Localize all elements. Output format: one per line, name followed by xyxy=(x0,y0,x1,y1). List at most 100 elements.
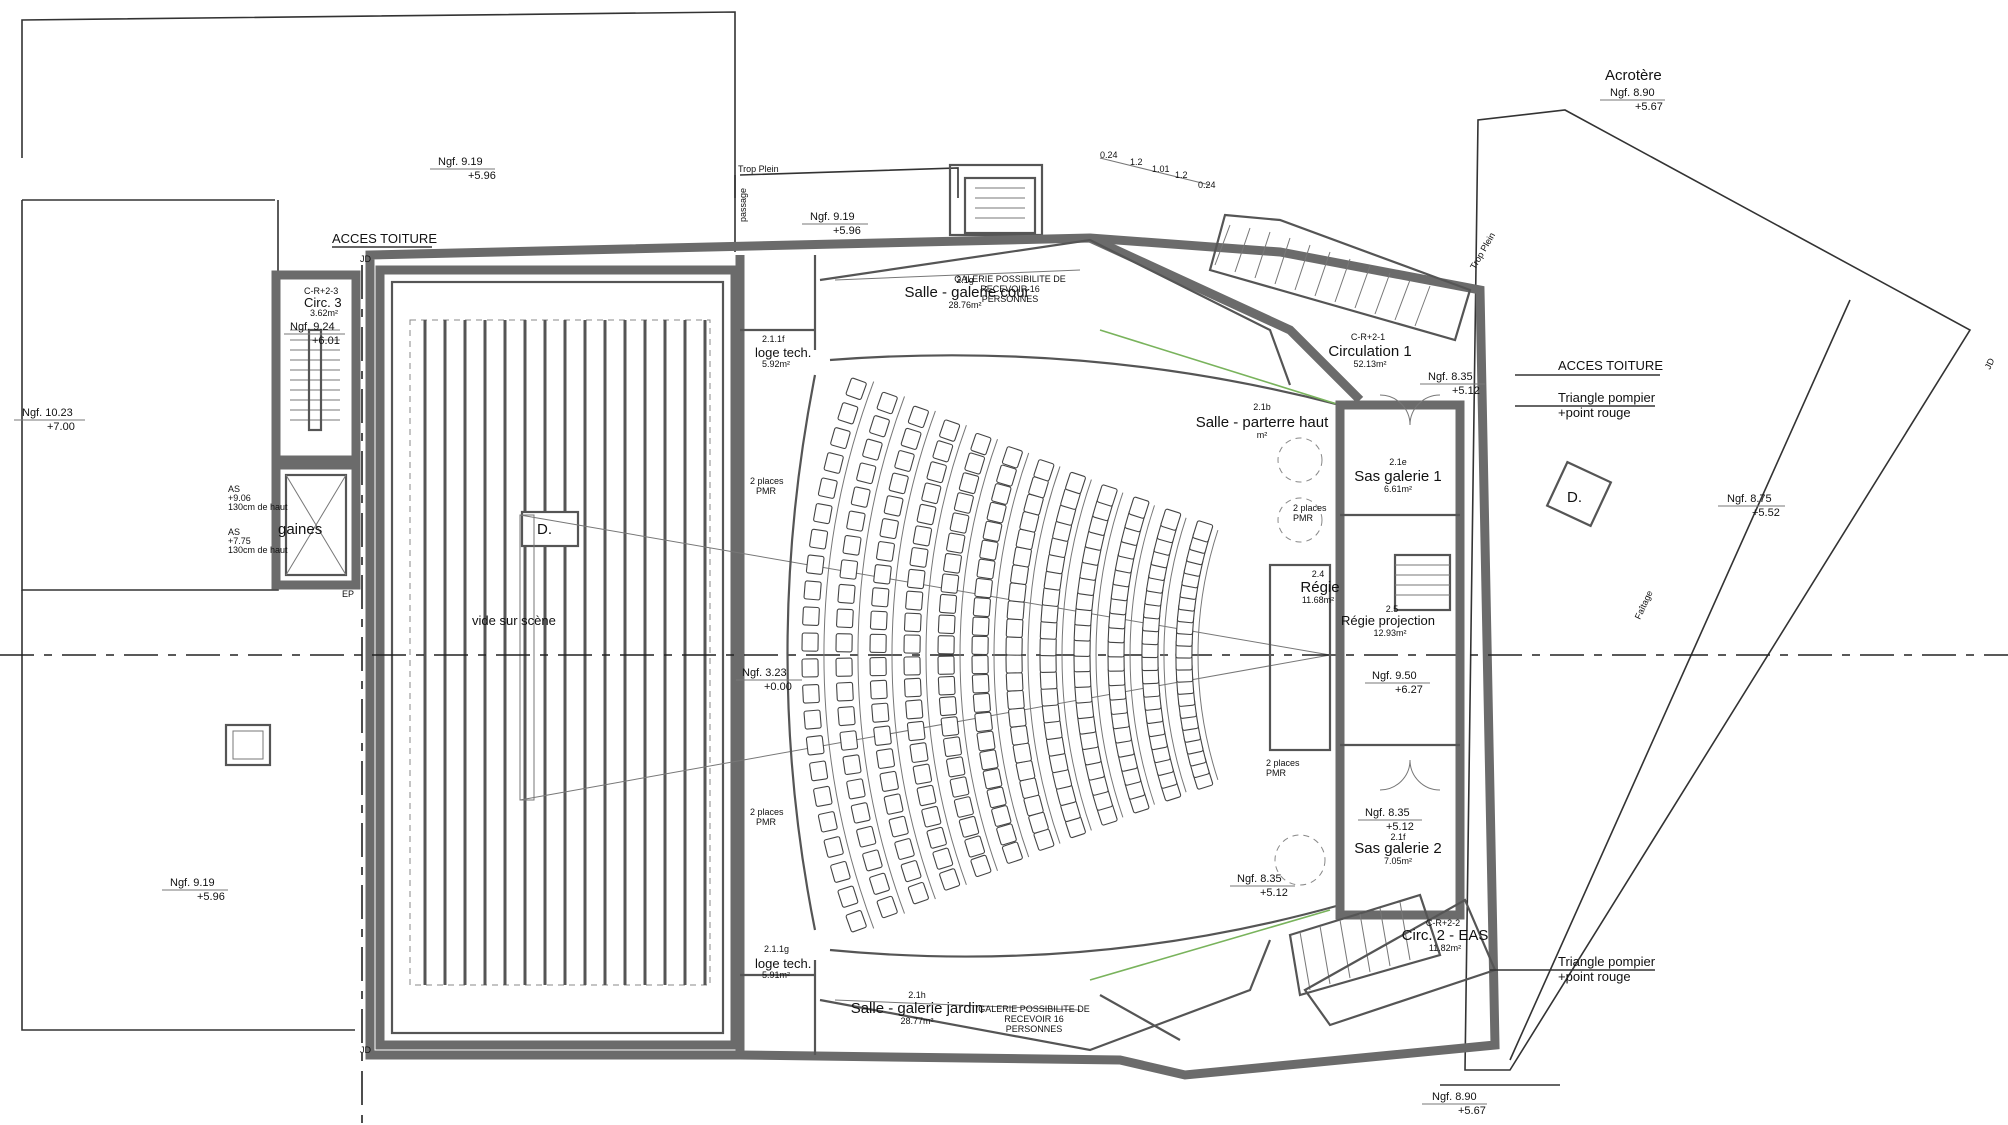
seat xyxy=(837,583,856,604)
seat xyxy=(1008,582,1027,603)
regie-proj-name: Régie projection xyxy=(1341,613,1435,628)
seat xyxy=(862,849,883,872)
level-835-b-ngf: Ngf. 8.35 xyxy=(1365,807,1410,819)
seat xyxy=(845,910,867,933)
seat xyxy=(856,825,877,848)
level-835-a-rel: +5.12 xyxy=(1452,385,1480,397)
seat xyxy=(903,634,921,654)
right-rooms xyxy=(1268,394,1460,886)
level-835-a-ngf: Ngf. 8.35 xyxy=(1428,371,1473,383)
seat xyxy=(850,486,871,508)
seating-rows xyxy=(801,377,1219,933)
seat xyxy=(979,539,999,561)
as-upper: AS xyxy=(228,484,240,494)
circulation1-area: 52.13m² xyxy=(1353,359,1386,369)
roof-outlines-left xyxy=(21,11,1044,1031)
galerie-jardin-name: Salle - galerie jardin xyxy=(851,1000,984,1017)
seat-row-line xyxy=(925,425,967,885)
level-835-c-ngf: Ngf. 8.35 xyxy=(1237,873,1282,885)
seat-row-line xyxy=(959,439,998,871)
triangle-bot-2: +point rouge xyxy=(1558,969,1631,984)
seat xyxy=(1065,471,1086,495)
seat xyxy=(1006,689,1025,710)
seat xyxy=(809,528,829,550)
seat xyxy=(839,559,859,580)
level-919-bot-rel: +5.96 xyxy=(197,891,225,903)
seat xyxy=(926,826,947,849)
regie-code: 2.4 xyxy=(1312,569,1325,579)
galerie-jardin-code: 2.1h xyxy=(908,990,926,1000)
seat xyxy=(953,796,974,818)
level-890-bot-rel: +5.67 xyxy=(1458,1105,1486,1117)
seat xyxy=(938,593,958,614)
seat xyxy=(836,681,854,702)
level-323-ngf: Ngf. 3.23 xyxy=(742,667,787,679)
jd-right: JD xyxy=(1983,356,1997,371)
seat xyxy=(862,438,883,461)
seat xyxy=(879,518,899,540)
seat xyxy=(996,464,1017,487)
galerie-jardin-area: 28.77m² xyxy=(900,1016,933,1026)
seat xyxy=(937,655,955,675)
level-919-top-rel: +5.96 xyxy=(468,170,496,182)
seat xyxy=(837,885,859,908)
pmr-left-top-2: PMR xyxy=(756,486,777,496)
seat xyxy=(907,881,929,905)
seat-row-line xyxy=(1129,505,1155,805)
seat xyxy=(1008,707,1027,728)
seat xyxy=(801,658,819,678)
loge-top-name: loge tech. xyxy=(755,345,811,360)
seat xyxy=(869,415,890,438)
seat xyxy=(958,472,980,495)
seat xyxy=(842,534,862,556)
seat xyxy=(907,405,929,429)
pmr-right-top-1: 2 places xyxy=(1293,503,1327,513)
circ2-name: Circ. 2 - EAS xyxy=(1402,927,1489,944)
seat xyxy=(835,633,853,653)
dim-2: 1.2 xyxy=(1130,157,1143,167)
seat xyxy=(903,612,922,633)
as-lower-note: 130cm de haut xyxy=(228,545,288,555)
roof-d-label: D. xyxy=(1567,489,1582,506)
seat xyxy=(976,558,996,580)
seat xyxy=(971,616,990,637)
galerie-cour-name: Salle - galerie cour xyxy=(904,284,1029,301)
stair-top-right xyxy=(1208,213,1472,342)
seat xyxy=(943,552,962,574)
pmr-right-bot-2: PMR xyxy=(1266,768,1287,778)
seat xyxy=(871,702,890,723)
seat xyxy=(972,692,991,713)
seat xyxy=(932,847,954,870)
seat xyxy=(971,673,990,694)
galerie-jardin-1: GALERIE POSSIBILITE DE xyxy=(978,1004,1090,1014)
seat xyxy=(869,656,887,677)
gaines-label: gaines xyxy=(278,521,322,538)
level-950-ngf: Ngf. 9.50 xyxy=(1372,670,1417,682)
dim-1: 0.24 xyxy=(1100,150,1118,160)
galerie-cour-3: PERSONNES xyxy=(982,294,1039,304)
faitage-label: Faîtage xyxy=(1633,589,1655,621)
seat xyxy=(817,811,838,833)
seat-row-line xyxy=(823,381,875,929)
seat xyxy=(879,770,899,792)
seat xyxy=(943,736,962,758)
as-lower-val: +7.75 xyxy=(228,536,251,546)
seat xyxy=(932,440,954,463)
seat xyxy=(830,860,851,883)
text-labels: ACCES TOITURE Trop Plein passage gaines … xyxy=(228,67,1663,1055)
seat xyxy=(921,805,942,828)
seat xyxy=(1039,653,1057,673)
seat-row-line xyxy=(891,410,936,900)
seat xyxy=(1005,636,1023,656)
seat xyxy=(803,709,822,730)
seat xyxy=(1012,546,1032,568)
seat xyxy=(900,427,922,450)
loge-top-code: 2.1.1f xyxy=(762,334,785,344)
seat xyxy=(1005,618,1024,639)
seat xyxy=(869,633,887,654)
seat xyxy=(883,793,904,815)
galerie-jardin-3: PERSONNES xyxy=(1006,1024,1063,1034)
triangle-bot-1: Triangle pompier xyxy=(1558,954,1656,969)
sas2-code: 2.1f xyxy=(1390,832,1406,842)
seat xyxy=(949,512,970,534)
